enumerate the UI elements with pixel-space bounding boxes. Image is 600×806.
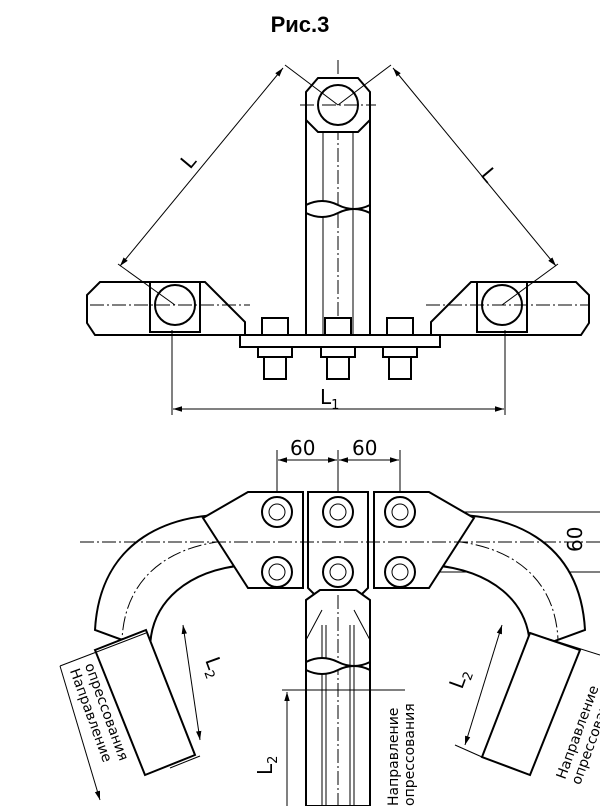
dim-60-vertical-label: 60 xyxy=(563,527,587,552)
top-view: L L L1 xyxy=(86,60,590,415)
dim-L1-label: L1 xyxy=(320,385,339,413)
dim-L2-right-label: L2 xyxy=(444,665,477,693)
dim-L2-center-label: L2 xyxy=(253,756,281,775)
dim-60-right-label: 60 xyxy=(352,436,377,460)
figure-title: Рис.3 xyxy=(270,12,330,37)
right-conductor xyxy=(431,513,587,652)
crimp-direction-center: Направлениеопрессования xyxy=(386,703,418,806)
dim-60-left-label: 60 xyxy=(290,436,315,460)
dim-L-right-label: L xyxy=(476,163,502,188)
left-conductor xyxy=(93,513,246,652)
dim-L-left xyxy=(119,67,284,267)
dim-L-left-label: L xyxy=(175,149,201,174)
left-sleeve xyxy=(93,628,197,777)
dim-L-right xyxy=(392,67,557,267)
bolt-group xyxy=(257,317,418,380)
dim-L2-left-label: L2 xyxy=(197,654,230,682)
bolts xyxy=(261,496,416,588)
bottom-view: 60 60 60 L2 Направлениеопрессова xyxy=(59,436,600,806)
